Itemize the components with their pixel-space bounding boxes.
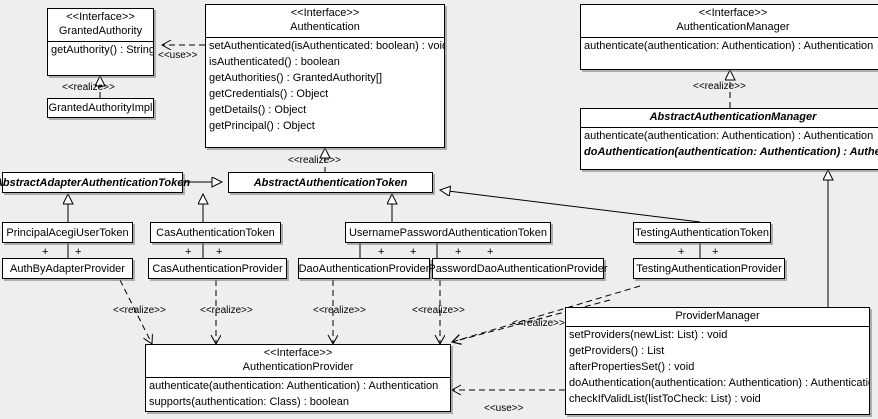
edge-generalization-testingauthenticationtoken (440, 190, 701, 223)
multiplicity-plus: + (378, 246, 385, 258)
class-name: AuthenticationManager (676, 21, 790, 33)
class-abstract-adapter-authentication-token[interactable]: AbstractAdapterAuthenticationToken (0, 172, 190, 193)
class-name: UsernamePasswordAuthenticationToken (348, 226, 548, 239)
multiplicity-plus: + (712, 246, 719, 258)
multiplicity-plus: + (678, 246, 685, 258)
class-header: <<Interface>> AuthenticationManager (581, 5, 878, 37)
multiplicity-plus: + (410, 246, 417, 258)
compartment-divider (146, 377, 450, 378)
class-cas-authentication-provider[interactable]: CasAuthenticationProvider (148, 258, 287, 279)
edge-label-realize-authbyadapterprovider: <<realize>> (113, 305, 166, 316)
class-authentication[interactable]: <<Interface>> Authentication setAuthenti… (205, 4, 445, 148)
multiplicity-plus: + (216, 246, 223, 258)
class-name: ProviderManager (675, 310, 760, 322)
operation-row: getCredentials() : Object (209, 88, 329, 100)
edge-label-realize-abstractauthenticationtoken: <<realize>> (288, 155, 341, 166)
operations-compartment: getAuthority() : String (48, 42, 153, 58)
class-name: Authentication (290, 21, 360, 33)
class-header: <<Interface>> AuthenticationProvider (146, 345, 450, 377)
operation-row: checkIfValidList(listToCheck: List) : vo… (569, 393, 761, 405)
stereotype-label: <<Interface>> (66, 11, 135, 23)
edge-label-use-authentication-granted: <<use>> (158, 50, 198, 61)
class-dao-authentication-provider[interactable]: DaoAuthenticationProvider (298, 258, 430, 279)
class-header: <<Interface>> GrantedAuthority (48, 9, 153, 41)
operations-compartment: setAuthenticated(isAuthenticated: boolea… (206, 38, 444, 134)
edge-label-realize-abstractauthenticationmanager: <<realize>> (693, 81, 746, 92)
compartment-divider (566, 326, 869, 327)
operation-row: authenticate(authentication: Authenticat… (584, 40, 874, 52)
edge-label-use-providermanager: <<use>> (484, 403, 524, 414)
operations-compartment: authenticate(authentication: Authenticat… (581, 38, 878, 54)
operation-row: authenticate(authentication: Authenticat… (149, 380, 439, 392)
class-granted-authority[interactable]: <<Interface>> GrantedAuthority getAuthor… (47, 8, 154, 76)
class-name: AbstractAuthenticationManager (649, 111, 817, 123)
class-header: ProviderManager (566, 308, 869, 326)
edge-label-realize-testingauthenticationprovider: <<realize>> (512, 318, 565, 329)
stereotype-label: <<Interface>> (290, 7, 360, 19)
class-name: GrantedAuthorityImpl (48, 102, 153, 114)
edge-label-realize-passworddaoauthenticationprovider: <<realize>> (412, 305, 465, 316)
edge-label-realize-daoauthenticationprovider: <<realize>> (313, 305, 366, 316)
stereotype-label: <<Interface>> (698, 7, 768, 19)
compartment-divider (206, 37, 444, 38)
class-authentication-manager[interactable]: <<Interface>> AuthenticationManager auth… (580, 4, 878, 70)
class-name: AuthByAdapterProvider (10, 262, 125, 275)
class-name: AbstractAdapterAuthenticationToken (0, 176, 191, 189)
class-provider-manager[interactable]: ProviderManager setProviders(newList: Li… (565, 307, 870, 415)
multiplicity-plus: + (487, 246, 494, 258)
class-name: TestingAuthenticationToken (635, 226, 769, 239)
operation-row: getProviders() : List (569, 345, 665, 357)
edge-label-realize-grantedauthorityimpl: <<realize>> (62, 82, 115, 93)
class-name: GrantedAuthority (58, 25, 143, 37)
class-name: DaoAuthenticationProvider (298, 262, 430, 275)
class-name: AuthenticationProvider (242, 361, 354, 373)
multiplicity-plus: + (455, 246, 462, 258)
operations-compartment: authenticate(authentication: Authenticat… (581, 128, 878, 160)
class-name: AbstractAuthenticationToken (253, 176, 408, 189)
operation-row: afterPropertiesSet() : void (569, 361, 695, 373)
class-testing-authentication-provider[interactable]: TestingAuthenticationProvider (633, 258, 785, 279)
compartment-divider (581, 127, 878, 128)
class-auth-by-adapter-provider[interactable]: AuthByAdapterProvider (2, 258, 133, 279)
class-header: AbstractAuthenticationManager (581, 109, 878, 127)
class-name: PasswordDaoAuthenticationProvider (428, 262, 608, 275)
class-testing-authentication-token[interactable]: TestingAuthenticationToken (633, 222, 771, 243)
class-cas-authentication-token[interactable]: CasAuthenticationToken (150, 222, 281, 243)
class-name: CasAuthenticationProvider (152, 262, 283, 275)
operation-row: setProviders(newList: List) : void (569, 329, 728, 341)
class-username-password-authentication-token[interactable]: UsernamePasswordAuthenticationToken (345, 222, 551, 243)
class-granted-authority-impl[interactable]: GrantedAuthorityImpl (47, 98, 154, 118)
operation-row: getAuthority() : String (51, 44, 153, 56)
class-name: TestingAuthenticationProvider (636, 262, 782, 275)
class-header: <<Interface>> Authentication (206, 5, 444, 37)
class-name: PrincipalAcegiUserToken (6, 226, 129, 239)
operation-row: getDetails() : Object (209, 104, 307, 116)
edge-label-realize-casauthenticationprovider: <<realize>> (200, 305, 253, 316)
operation-row: authenticate(authentication: Authenticat… (584, 130, 874, 142)
class-principal-acegi-user-token[interactable]: PrincipalAcegiUserToken (2, 222, 133, 243)
operation-row: getAuthorities() : GrantedAuthority[] (209, 72, 383, 84)
class-name: CasAuthenticationToken (156, 226, 275, 239)
multiplicity-plus: + (185, 246, 192, 258)
operation-row: supports(authentication: Class) : boolea… (149, 396, 349, 408)
operation-row: setAuthenticated(isAuthenticated: boolea… (209, 40, 444, 52)
operation-row: doAuthentication(authentication: Authent… (569, 377, 869, 389)
operation-row: getPrincipal() : Object (209, 120, 315, 132)
operations-compartment: authenticate(authentication: Authenticat… (146, 378, 450, 410)
class-password-dao-authentication-provider[interactable]: PasswordDaoAuthenticationProvider (428, 258, 608, 279)
operation-row: doAuthentication(authentication: Authent… (584, 146, 878, 158)
class-abstract-authentication-token[interactable]: AbstractAuthenticationToken (228, 172, 433, 193)
multiplicity-plus: + (75, 246, 82, 258)
compartment-divider (48, 41, 153, 42)
class-authentication-provider[interactable]: <<Interface>> AuthenticationProvider aut… (145, 344, 451, 412)
multiplicity-plus: + (42, 246, 49, 258)
operation-row: isAuthenticated() : boolean (209, 56, 340, 68)
compartment-divider (581, 37, 878, 38)
stereotype-label: <<Interface>> (263, 347, 333, 359)
operations-compartment: setProviders(newList: List) : void getPr… (566, 327, 869, 407)
class-abstract-authentication-manager[interactable]: AbstractAuthenticationManager authentica… (580, 108, 878, 170)
